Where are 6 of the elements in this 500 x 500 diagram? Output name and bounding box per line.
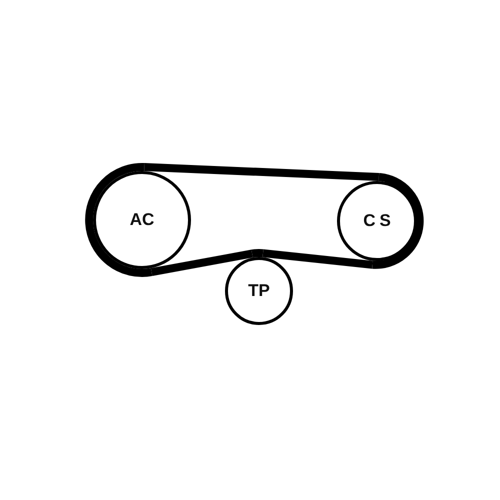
belt-segment [262, 249, 373, 269]
belt-segment [144, 163, 380, 181]
belt-segment [150, 250, 253, 276]
pulley: TP [225, 257, 293, 325]
pulley: AC [93, 171, 191, 269]
pulley: CS [337, 181, 417, 261]
